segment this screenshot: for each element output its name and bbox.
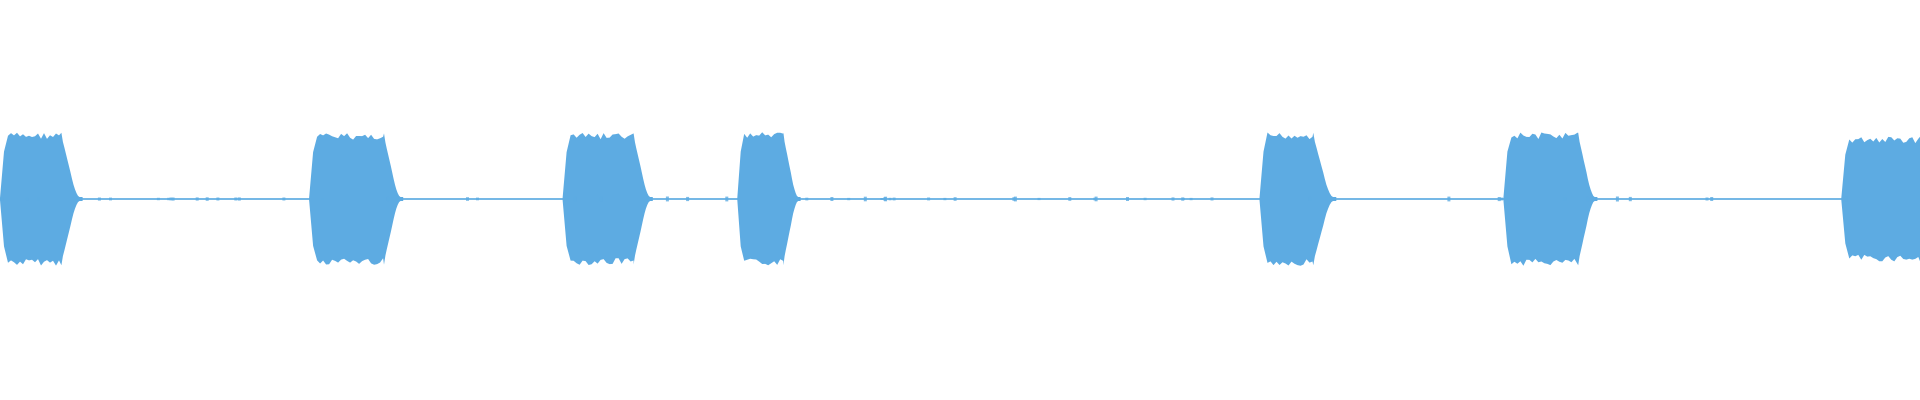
waveform-noise-speck (171, 197, 175, 201)
waveform-noise-speck (1710, 197, 1714, 201)
waveform-noise-speck (282, 197, 286, 201)
waveform-burst-3 (562, 133, 653, 265)
waveform-burst-6 (1503, 132, 1598, 266)
waveform-noise-speck (1563, 197, 1567, 201)
waveform-noise-speck (725, 196, 729, 202)
waveform-noise-speck (953, 197, 957, 201)
waveform-burst-5 (1259, 132, 1337, 266)
waveform-noise-speck (805, 197, 809, 201)
waveform-noise-speck (1181, 197, 1185, 201)
waveform-noise-speck (943, 197, 947, 201)
waveform-noise-speck (1628, 196, 1632, 202)
waveform-noise-speck (1844, 196, 1848, 202)
waveform-noise-speck (234, 197, 238, 201)
waveform-noise-speck (37, 197, 40, 201)
waveform-noise-speck (195, 197, 199, 201)
waveform-noise-speck (665, 196, 669, 202)
waveform-noise-speck (1094, 196, 1098, 202)
waveform-noise-speck (25, 197, 29, 201)
waveform-noise-speck (237, 197, 241, 201)
waveform-noise-speck (888, 197, 892, 201)
waveform-noise-speck (1189, 197, 1193, 201)
waveform-noise-speck (1143, 197, 1147, 201)
waveform-noise-speck (880, 198, 884, 200)
waveform-noise-speck (1126, 197, 1129, 201)
waveform-noise-speck (830, 197, 834, 201)
waveform-noise-speck (97, 197, 101, 201)
waveform-noise-speck (892, 197, 896, 201)
waveform-noise-speck (573, 196, 577, 202)
waveform-noise-speck (927, 197, 931, 201)
waveform-noise-speck (847, 197, 851, 201)
waveform-noise-speck (1068, 197, 1072, 201)
waveform-noise-speck (863, 196, 867, 202)
waveform-burst-1 (0, 132, 83, 266)
waveform-noise-speck (386, 196, 390, 202)
waveform-noise-speck (109, 197, 112, 201)
waveform-noise-speck (476, 197, 479, 201)
waveform-noise-speck (1037, 197, 1041, 201)
waveform-noise-speck (1497, 197, 1501, 202)
waveform-burst-4 (737, 132, 801, 266)
waveform-burst-7 (1841, 136, 1920, 262)
waveform-burst-2 (309, 133, 404, 265)
waveform-noise-speck (0, 197, 4, 201)
waveform-noise-speck (686, 196, 690, 202)
waveform-noise-speck (1447, 196, 1451, 202)
waveform-noise-speck (466, 197, 469, 201)
waveform-noise-speck (156, 197, 160, 201)
waveform-baseline (0, 198, 1920, 200)
waveform-noise-speck (321, 198, 324, 200)
waveform-noise-speck (169, 197, 173, 201)
waveform-noise-speck (1705, 197, 1709, 201)
waveform-noise-speck (167, 197, 171, 201)
waveform-noise-speck (1308, 196, 1312, 201)
waveform-noise-speck (1210, 197, 1214, 201)
waveform-noise-speck (1615, 196, 1619, 202)
waveform-noise-speck (205, 197, 209, 201)
waveform-noise-speck (1586, 196, 1590, 202)
waveform-noise-speck (884, 196, 888, 202)
waveform-noise-speck (1500, 197, 1504, 201)
waveform-noise-speck (1013, 196, 1017, 202)
waveform-noise-speck (599, 196, 603, 202)
waveform-noise-speck (216, 197, 220, 201)
waveform-noise-speck (1171, 197, 1175, 201)
